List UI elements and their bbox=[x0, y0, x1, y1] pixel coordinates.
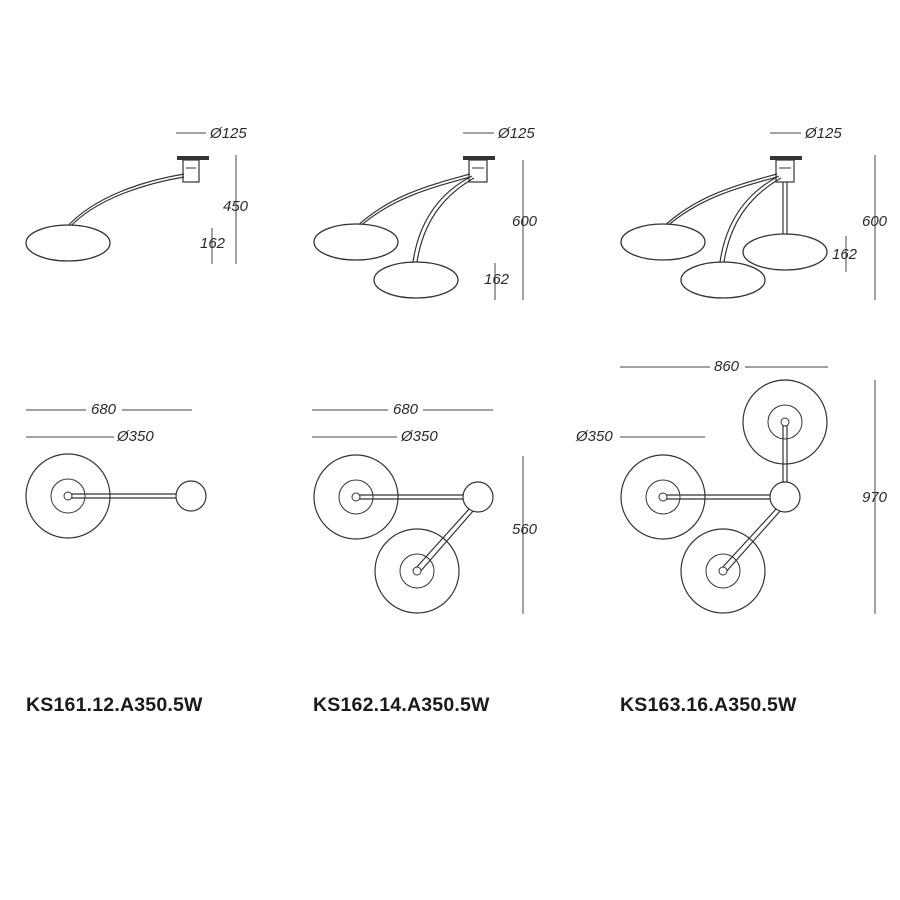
lamp-shade bbox=[742, 233, 828, 271]
shade-diameter-label: Ø350 bbox=[575, 428, 613, 445]
width-label: 680 bbox=[91, 401, 117, 418]
plan-view-1: 680 Ø350 bbox=[25, 401, 207, 539]
width-label: 680 bbox=[393, 401, 419, 418]
depth-label: 560 bbox=[512, 521, 538, 538]
height-label: 600 bbox=[512, 213, 538, 230]
model-code-2: KS162.14.A350.5W bbox=[313, 694, 490, 716]
lamp-shade bbox=[313, 223, 399, 261]
drop-label: 162 bbox=[484, 271, 510, 288]
canopy-diameter-label: Ø125 bbox=[209, 125, 247, 142]
side-view-2: Ø125 600 162 bbox=[313, 125, 538, 300]
side-view-1: Ø125 450 162 bbox=[25, 125, 249, 264]
canopy-outline bbox=[769, 481, 801, 513]
depth-label: 970 bbox=[862, 489, 888, 506]
ceiling-canopy bbox=[463, 156, 495, 183]
canopy-diameter-label: Ø125 bbox=[497, 125, 535, 142]
model-code-3: KS163.16.A350.5W bbox=[620, 694, 797, 716]
side-view-3: Ø125 600 162 bbox=[620, 125, 888, 300]
height-label: 450 bbox=[223, 198, 249, 215]
canopy-outline bbox=[462, 481, 494, 513]
ceiling-canopy bbox=[770, 156, 802, 183]
lamp-shade bbox=[620, 223, 706, 261]
drop-label: 162 bbox=[832, 246, 858, 263]
drop-label: 162 bbox=[200, 235, 226, 252]
lamp-shade bbox=[680, 261, 766, 299]
width-label: 860 bbox=[714, 358, 740, 375]
plan-view-3: 860 Ø350 970 bbox=[575, 358, 888, 614]
shade-diameter-label: Ø350 bbox=[400, 428, 438, 445]
lamp-shade bbox=[373, 261, 459, 299]
model-code-1: KS161.12.A350.5W bbox=[26, 694, 203, 716]
plan-view-2: 680 Ø350 560 bbox=[312, 401, 538, 614]
canopy-outline bbox=[175, 480, 207, 512]
ceiling-canopy bbox=[177, 156, 209, 183]
shade-diameter-label: Ø350 bbox=[116, 428, 154, 445]
lamp-shade bbox=[25, 224, 111, 262]
canopy-diameter-label: Ø125 bbox=[804, 125, 842, 142]
height-label: 600 bbox=[862, 213, 888, 230]
